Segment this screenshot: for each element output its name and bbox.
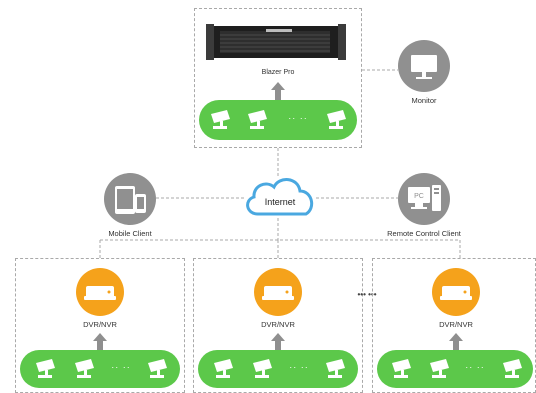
arrow-up-icon <box>93 333 107 351</box>
site-ellipsis: ••• ••• <box>357 290 377 299</box>
dvr-icon <box>432 268 480 316</box>
camera-ellipsis: ·· ·· <box>465 362 485 372</box>
dvr-icon <box>76 268 124 316</box>
arrow-up-icon <box>271 333 285 351</box>
arrow-up-icon <box>271 82 285 102</box>
camera-icon <box>75 359 94 378</box>
camera-pill-site-2 <box>198 350 358 388</box>
server-icon <box>206 24 346 60</box>
camera-icon <box>327 110 346 129</box>
pc-icon: PC <box>398 173 450 225</box>
camera-icon <box>503 359 522 378</box>
camera-icon <box>253 359 272 378</box>
server-box <box>194 8 362 148</box>
camera-ellipsis: ·· ·· <box>289 362 309 372</box>
line-cloud-sites <box>99 218 461 258</box>
camera-ellipsis: ·· ·· <box>288 113 308 123</box>
monitor-label: Monitor <box>411 96 437 105</box>
monitor-icon <box>398 40 450 92</box>
site-label-1: DVR/NVR <box>83 320 117 329</box>
camera-ellipsis: ·· ·· <box>111 362 131 372</box>
site-label-3: DVR/NVR <box>439 320 473 329</box>
camera-icon <box>211 110 230 129</box>
camera-icon <box>430 359 449 378</box>
mobile-client-label: Mobile Client <box>108 229 152 238</box>
dvr-icon <box>254 268 302 316</box>
cloud-icon <box>246 178 314 216</box>
server-label: Blazer Pro <box>261 69 295 76</box>
camera-icon <box>36 359 55 378</box>
tablet-icon <box>104 173 156 225</box>
camera-icon <box>248 110 267 129</box>
arrow-up-icon <box>449 333 463 351</box>
camera-pill-site-1 <box>20 350 180 388</box>
cloud-label: Internet <box>264 197 296 207</box>
remote-client-label: Remote Control Client <box>387 229 461 238</box>
camera-icon <box>392 359 411 378</box>
camera-icon <box>326 359 345 378</box>
camera-pill-server <box>199 100 357 140</box>
pc-screen-text: PC <box>414 193 424 200</box>
camera-icon <box>214 359 233 378</box>
camera-icon <box>148 359 167 378</box>
site-label-2: DVR/NVR <box>261 320 295 329</box>
camera-pill-site-3 <box>377 350 533 388</box>
